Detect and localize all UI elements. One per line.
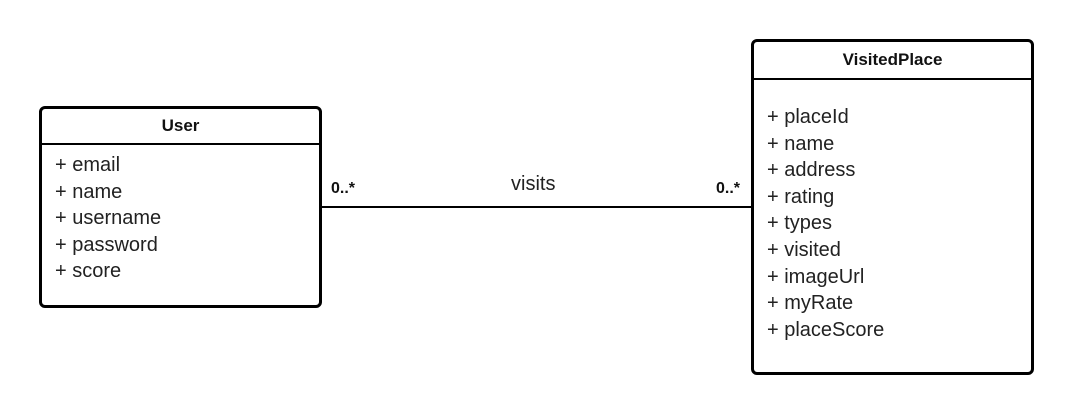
- association-label: visits: [511, 173, 556, 195]
- attribute-name: + name: [55, 180, 123, 203]
- attribute-types: + types: [767, 212, 833, 235]
- multiplicity-place: 0..*: [716, 180, 741, 197]
- attribute-image-url: + imageUrl: [767, 265, 865, 288]
- attribute-address: + address: [767, 159, 856, 182]
- attribute-visited: + visited: [767, 238, 841, 261]
- attribute-rating: + rating: [767, 185, 835, 208]
- attribute-list-visited-place: + placeId + name + address + rating + ty…: [754, 80, 1031, 343]
- attribute-email: + email: [55, 154, 121, 176]
- attribute-place-score: + placeScore: [767, 318, 885, 341]
- class-name-visited-place: VisitedPlace: [754, 42, 1031, 80]
- class-name-user: User: [42, 109, 319, 145]
- attribute-place-id: + placeId: [767, 106, 849, 128]
- attribute-password: + password: [55, 233, 158, 256]
- attribute-score: + score: [55, 260, 122, 283]
- class-box-user[interactable]: User + email + name + username + passwor…: [39, 106, 322, 308]
- class-box-visited-place[interactable]: VisitedPlace + placeId + name + address …: [751, 39, 1034, 375]
- attribute-list-user: + email + name + username + password + s…: [42, 145, 319, 285]
- multiplicity-user: 0..*: [331, 180, 356, 197]
- association-line[interactable]: [322, 206, 751, 208]
- attribute-name: + name: [767, 132, 835, 155]
- attribute-my-rate: + myRate: [767, 292, 854, 315]
- attribute-username: + username: [55, 207, 162, 230]
